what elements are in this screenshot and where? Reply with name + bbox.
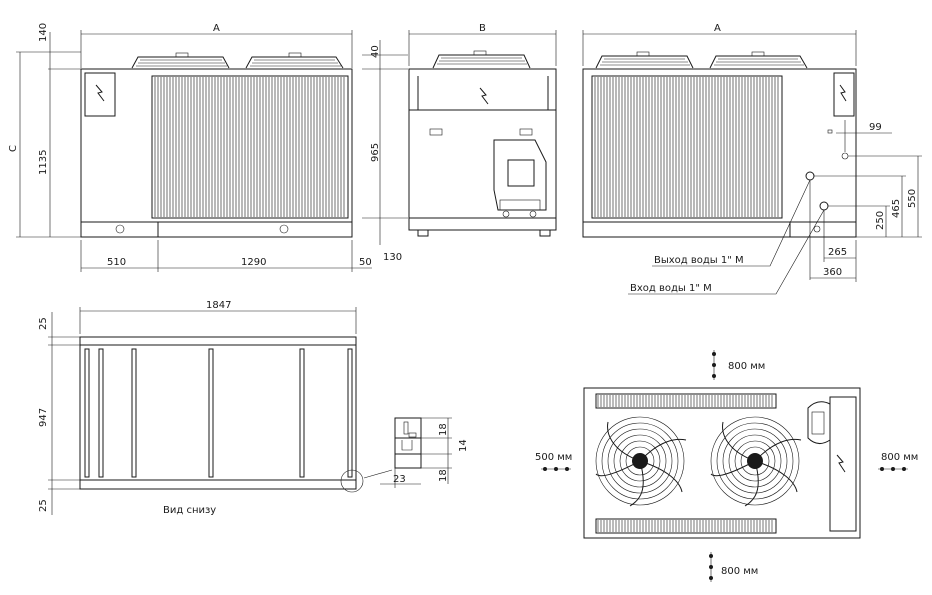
back-dim-width: A <box>714 23 721 34</box>
side-body-height: 965 <box>370 143 381 162</box>
back-d99: 99 <box>869 122 882 133</box>
front-right-seg: 1290 <box>241 257 266 268</box>
front-total-height: 1135 <box>38 150 49 175</box>
front-dim-height: C <box>8 145 19 152</box>
detail-d18-top: 18 <box>438 423 449 436</box>
clearance-bottom: 800 мм <box>709 552 758 582</box>
back-view: A 99 550 465 250 265 360 Выход воды 1" M… <box>582 23 922 295</box>
side-view: B 40 965 130 <box>362 23 557 263</box>
front-dim-width: A <box>213 23 220 34</box>
clearance-top: 800 мм <box>712 350 765 380</box>
detail-d23: 23 <box>393 474 406 485</box>
detail-d14: 14 <box>458 439 469 452</box>
back-d550: 550 <box>907 189 918 208</box>
back-d265: 265 <box>828 247 847 258</box>
front-left-seg: 510 <box>107 257 126 268</box>
clearance-bottom-label: 800 мм <box>721 566 758 577</box>
bottom-edge-bottom: 25 <box>38 499 49 512</box>
front-right-edge: 50 <box>359 257 372 268</box>
detail-view: 18 14 18 23 <box>363 417 469 488</box>
top-view: 800 мм 800 мм 800 мм 500 мм <box>535 350 918 582</box>
clearance-right-label: 800 мм <box>881 452 918 463</box>
clearance-left: 500 мм <box>535 452 572 471</box>
clearance-top-label: 800 мм <box>728 361 765 372</box>
side-dim-width: B <box>479 23 486 34</box>
side-top-gap: 40 <box>370 45 381 58</box>
water-in-label: Вход воды 1" M <box>630 283 712 294</box>
clearance-left-label: 500 мм <box>535 452 572 463</box>
bottom-depth: 947 <box>38 408 49 427</box>
back-d360: 360 <box>823 267 842 278</box>
water-out-label: Выход воды 1" M <box>654 255 744 266</box>
front-top-gap: 140 <box>38 23 49 42</box>
bottom-edge-top: 25 <box>38 317 49 330</box>
front-view: A 140 1135 C 510 1290 50 <box>8 23 372 272</box>
back-d250: 250 <box>875 211 886 230</box>
clearance-right: 800 мм <box>878 452 918 471</box>
bottom-length: 1847 <box>206 300 231 311</box>
detail-d18-bot: 18 <box>438 469 449 482</box>
side-base-offset: 130 <box>383 252 402 263</box>
back-d465: 465 <box>891 199 902 218</box>
bottom-view-caption: Вид снизу <box>163 505 216 516</box>
bottom-view: 1847 25 947 25 Вид снизу <box>38 300 364 516</box>
